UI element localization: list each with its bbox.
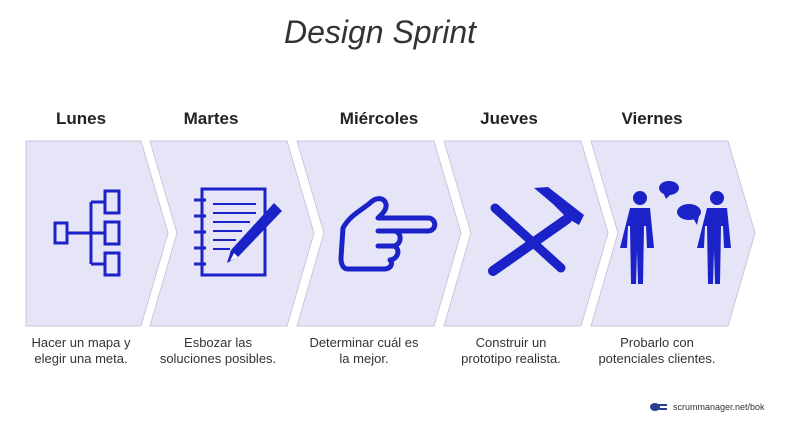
sitemap-icon (53, 189, 121, 277)
scrummanager-logo-icon (650, 403, 667, 411)
description-viernes: Probarlo con potenciales clientes. (598, 335, 716, 366)
pointing-hand-icon (338, 196, 438, 272)
chevron-viernes (590, 140, 756, 327)
day-label-miercoles: Miércoles (339, 109, 419, 128)
people-talking-icon (620, 181, 731, 284)
description-miercoles: Determinar cuál es la mejor. (309, 335, 419, 366)
notepad-pencil-icon (194, 187, 282, 277)
day-label-viernes: Viernes (621, 109, 683, 128)
day-label-martes: Martes (183, 109, 239, 128)
day-label-lunes: Lunes (55, 109, 107, 128)
chevron-martes (149, 140, 315, 327)
description-martes: Esbozar las soluciones posibles. (159, 335, 277, 366)
credit: scrummanager.net/bok (650, 402, 765, 412)
hammer-icon (488, 187, 584, 276)
description-jueves: Construir un prototipo realista. (461, 335, 561, 366)
description-lunes: Hacer un mapa y elegir una meta. (31, 335, 131, 366)
diagram-title: Design Sprint (283, 14, 477, 50)
day-label-jueves: Jueves (480, 109, 538, 128)
credit-text: scrummanager.net/bok (673, 402, 765, 412)
